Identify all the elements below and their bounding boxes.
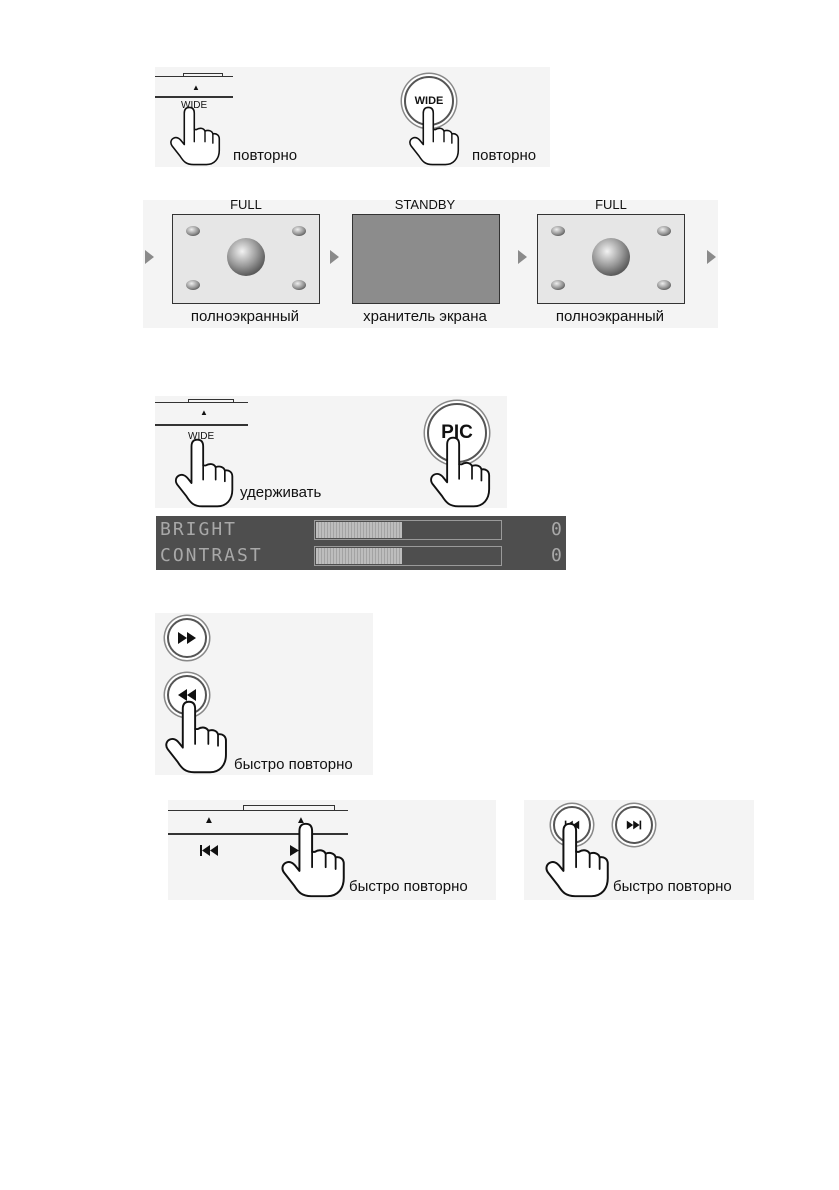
fast-forward-icon	[178, 632, 196, 644]
up-triangle-icon: ▲	[192, 83, 200, 92]
hand-icon	[170, 106, 221, 166]
unit-panel-edge	[155, 96, 233, 98]
unit-panel-edge	[168, 810, 348, 811]
unit-panel-edge	[155, 76, 233, 77]
mode-caption: полноэкранный	[555, 308, 665, 325]
unit-panel-edge	[183, 73, 223, 77]
osd-fill-bright	[316, 522, 402, 538]
next-arrow-icon	[707, 250, 716, 264]
mode-caption: хранитель экрана	[363, 308, 487, 325]
action-repeat-label: повторно	[233, 147, 298, 164]
unit-panel-edge	[188, 399, 234, 403]
hand-icon	[165, 700, 227, 774]
full-screen-image	[172, 214, 320, 304]
hand-icon	[430, 436, 491, 508]
osd-label-contrast: CONTRAST	[160, 545, 263, 566]
next-arrow-icon	[145, 250, 154, 264]
hand-icon	[281, 822, 345, 898]
hand-icon	[174, 438, 234, 508]
skip-previous-icon[interactable]	[199, 845, 219, 856]
action-hold-label: удерживать	[240, 484, 322, 501]
osd-fill-contrast	[316, 548, 402, 564]
osd-value-contrast: 0	[551, 545, 562, 566]
up-triangle-icon: ▲	[204, 815, 214, 826]
mode-title: FULL	[595, 197, 627, 212]
fast-forward-button[interactable]	[167, 618, 207, 658]
hand-icon	[409, 106, 460, 166]
mode-title: FULL	[230, 197, 262, 212]
wide-panel-1	[155, 67, 550, 167]
action-fast-repeat-label: быстро повторно	[349, 878, 468, 895]
action-fast-repeat-label: быстро повторно	[613, 878, 732, 895]
action-fast-repeat-label: быстро повторно	[234, 756, 353, 773]
osd-bar-bright	[314, 520, 502, 540]
osd-label-bright: BRIGHT	[160, 519, 238, 540]
unit-panel-edge	[168, 833, 348, 835]
skip-next-button[interactable]	[615, 806, 653, 844]
osd-value-bright: 0	[551, 519, 562, 540]
wide-panel-label[interactable]: WIDE	[188, 431, 215, 442]
mode-title: STANDBY	[394, 197, 456, 212]
osd-bar-contrast	[314, 546, 502, 566]
action-repeat-label: повторно	[472, 147, 537, 164]
next-arrow-icon	[330, 250, 339, 264]
skip-next-icon[interactable]	[290, 845, 304, 856]
full-screen-image	[537, 214, 685, 304]
unit-panel-edge	[243, 805, 335, 810]
wide-panel-label[interactable]: WIDE	[181, 100, 208, 111]
unit-panel-edge	[155, 424, 248, 426]
hand-icon	[545, 822, 609, 898]
unit-panel-edge	[155, 402, 248, 403]
mode-caption: полноэкранный	[190, 308, 300, 325]
wide-button-label: WIDE	[414, 95, 444, 107]
up-triangle-icon: ▲	[296, 815, 306, 826]
skip-next-icon	[626, 820, 642, 830]
standby-screen-image	[352, 214, 500, 304]
pic-button-label: PIC	[441, 422, 473, 443]
rewind-icon	[178, 689, 196, 701]
up-triangle-icon: ▲	[200, 408, 208, 417]
next-arrow-icon	[518, 250, 527, 264]
